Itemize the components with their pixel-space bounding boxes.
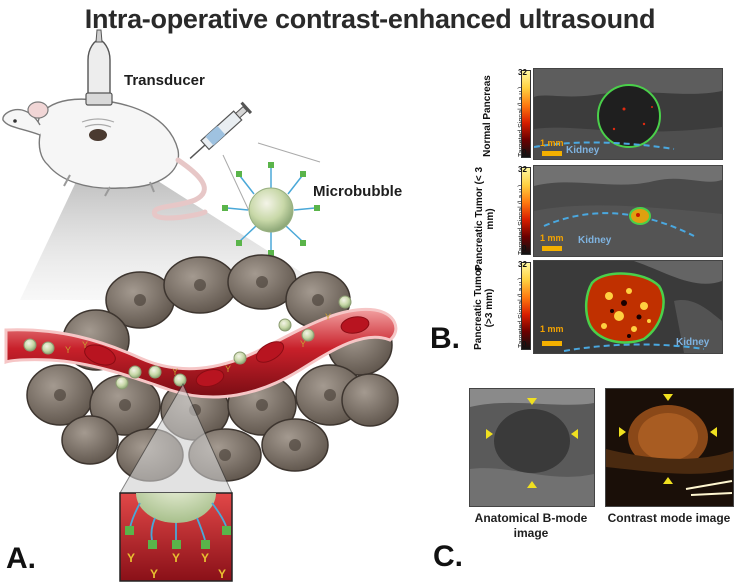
colorbar-3 [521, 262, 531, 350]
svg-text:Y: Y [225, 364, 231, 374]
colorbar-2-max: 32 [518, 165, 527, 174]
svg-text:Y: Y [150, 567, 158, 581]
kidney-label-2: Kidney [578, 235, 612, 246]
row-label-tumor-large: Pancreatic Tumor (>3 mm) [473, 266, 495, 350]
svg-text:Y: Y [82, 340, 88, 350]
bmode-image [469, 388, 595, 507]
microbubble-icon [222, 162, 320, 256]
transducer-icon [85, 29, 113, 106]
syringe-icon [189, 101, 253, 159]
kidney-label-3: Kidney [676, 337, 710, 348]
panel-a-letter: A. [6, 542, 36, 575]
svg-text:Y: Y [218, 567, 226, 581]
row-label-normal-pancreas: Normal Pancreas [482, 75, 493, 157]
svg-text:Y: Y [325, 312, 331, 322]
scale-label-3: 1 mm [540, 324, 564, 334]
vessel-microbubbles [23, 295, 352, 390]
ultrasound-tumor-small [533, 165, 723, 257]
colorbar-2 [521, 167, 531, 255]
kidney-label-1: Kidney [566, 145, 600, 156]
ultrasound-normal-pancreas [533, 68, 723, 160]
colorbar-2-min: 0 [522, 244, 527, 253]
ultrasound-tumor-large [533, 260, 723, 354]
blood-vessel [4, 307, 398, 399]
panel-b-letter: B. [430, 322, 460, 355]
inset-binding-detail: YYY YY [119, 492, 233, 582]
panel-c-letter: C. [433, 540, 463, 573]
svg-text:Y: Y [172, 551, 180, 565]
mouse-icon [2, 98, 208, 221]
svg-text:Y: Y [201, 551, 209, 565]
scale-label-2: 1 mm [540, 233, 564, 243]
microbubble-label: Microbubble [313, 183, 403, 200]
scale-label-1: 1 mm [540, 138, 564, 148]
colorbar-1-max: 32 [518, 68, 527, 77]
colorbar-1-min: 0 [522, 148, 527, 157]
transducer-label: Transducer [124, 72, 205, 89]
svg-text:Y: Y [65, 345, 71, 355]
bmode-caption: Anatomical B-mode image [474, 511, 588, 540]
svg-text:Y: Y [127, 551, 135, 565]
svg-text:Y: Y [300, 339, 306, 349]
red-blood-cells [84, 316, 370, 388]
colorbar-3-max: 32 [518, 260, 527, 269]
figure-title: Intra-operative contrast-enhanced ultras… [84, 4, 656, 34]
panel-a-illustration: YYY YYY YYY [2, 29, 399, 582]
contrast-caption: Contrast mode image [607, 511, 731, 525]
colorbar-3-min: 0 [522, 340, 527, 349]
svg-text:Y: Y [172, 367, 178, 377]
colorbar-1 [521, 70, 531, 158]
contrast-mode-image [605, 388, 734, 507]
